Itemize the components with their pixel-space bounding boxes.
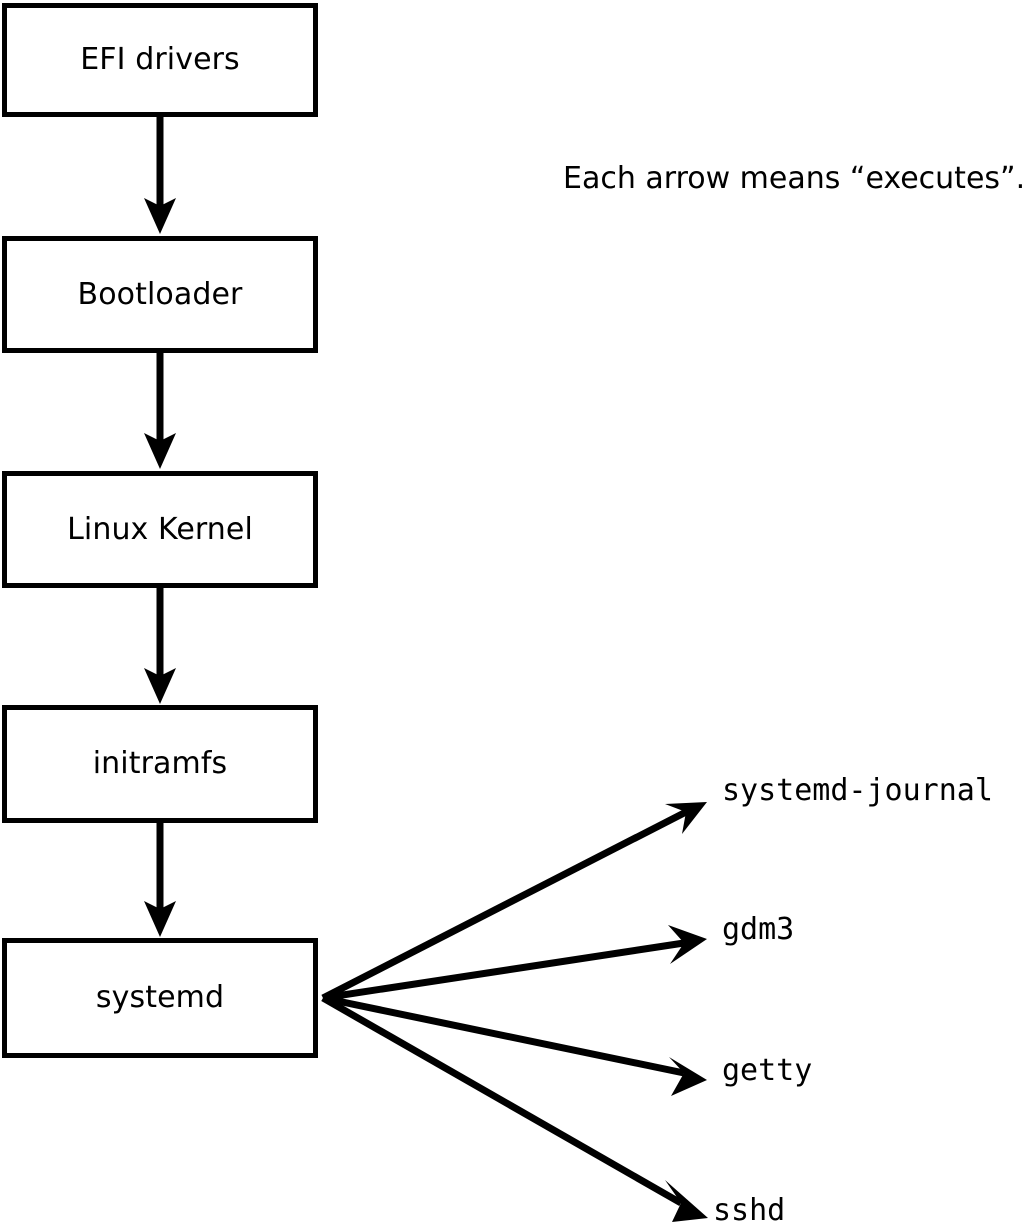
stage-label-systemd: systemd (95, 980, 225, 1015)
stage-box-systemd[interactable]: systemd (2, 938, 318, 1058)
stage-label-initramfs: initramfs (92, 746, 228, 781)
arrow-systemd-to-systemd-journal (321, 802, 707, 1002)
arrow-kernel-to-initramfs (144, 588, 176, 704)
stage-box-linux-kernel[interactable]: Linux Kernel (2, 471, 318, 588)
stage-label-efi-drivers: EFI drivers (80, 42, 240, 77)
stage-box-efi-drivers[interactable]: EFI drivers (2, 3, 318, 117)
process-label-sshd: sshd (713, 1193, 786, 1228)
arrow-bootloader-to-kernel (144, 353, 176, 469)
process-label-gdm3: gdm3 (722, 912, 795, 947)
process-label-systemd-journal: systemd-journal (722, 773, 993, 808)
arrow-meaning-note: Each arrow means “executes”. (563, 161, 1023, 196)
arrow-initramfs-to-systemd (144, 823, 176, 937)
arrow-efi-to-bootloader (144, 117, 176, 234)
stage-label-bootloader: Bootloader (77, 276, 243, 312)
arrow-systemd-to-getty (322, 994, 707, 1096)
arrow-systemd-to-sshd (321, 994, 708, 1222)
stage-box-bootloader[interactable]: Bootloader (2, 236, 318, 353)
stage-label-linux-kernel: Linux Kernel (67, 511, 253, 547)
arrow-systemd-to-gdm3 (322, 925, 707, 1002)
process-label-getty: getty (722, 1053, 813, 1088)
stage-box-initramfs[interactable]: initramfs (2, 705, 318, 823)
